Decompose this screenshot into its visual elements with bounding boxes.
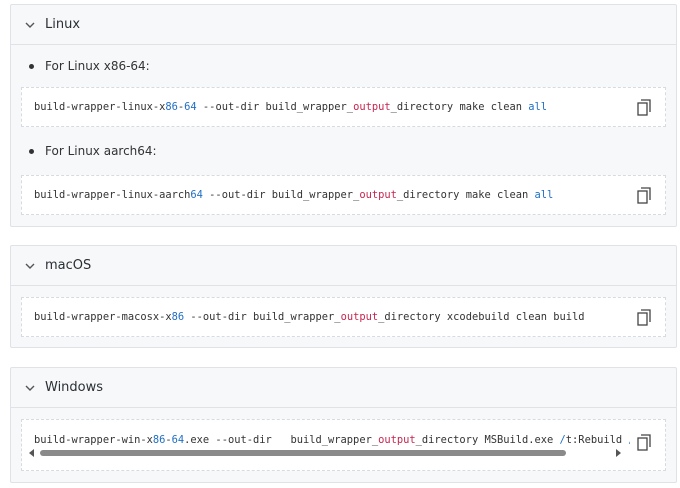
- code-token: 64: [184, 101, 197, 113]
- copy-button[interactable]: [635, 307, 653, 327]
- code-token: build-wrapper-linux-aarch: [34, 189, 191, 201]
- code-token: t:Rebuild: [565, 434, 629, 446]
- code-token: _directory MSBuild.exe: [415, 434, 560, 446]
- code-token: output: [359, 189, 397, 201]
- code-text[interactable]: build-wrapper-win-x86-64.exe --out-dir b…: [34, 434, 630, 446]
- copy-icon: [637, 308, 651, 326]
- code-token: 86: [171, 311, 185, 323]
- macos-panel-header[interactable]: macOS: [11, 246, 676, 286]
- chevron-down-icon[interactable]: [23, 18, 37, 32]
- copy-icon: [637, 186, 651, 204]
- code-token: _directory xcodebuild clean build: [378, 311, 585, 323]
- scrollbar-thumb[interactable]: [40, 450, 566, 456]
- list-item: For Linux x86-64:: [21, 45, 666, 87]
- code-token: 64: [190, 189, 203, 201]
- copy-icon: [637, 98, 651, 116]
- code-token: /: [559, 434, 566, 446]
- code-token: /: [628, 434, 630, 446]
- code-token: all: [528, 101, 548, 113]
- code-token: --out-dir build_wrapper_: [184, 311, 341, 323]
- code-token: build-wrapper-win-x: [34, 434, 153, 446]
- code-token: -: [177, 101, 185, 113]
- code-token: 86: [165, 101, 178, 113]
- code-text[interactable]: build-wrapper-macosx-x86 --out-dir build…: [34, 311, 585, 323]
- code-token: -: [165, 434, 172, 446]
- linux-panel-title: Linux: [45, 17, 81, 32]
- copy-button[interactable]: [635, 432, 653, 452]
- linux-aarch64-label: For Linux aarch64:: [45, 144, 157, 158]
- code-token: --out-dir build_wrapper_: [202, 189, 360, 201]
- horizontal-scrollbar[interactable]: [28, 448, 622, 458]
- scrollbar-track[interactable]: [40, 450, 610, 456]
- code-token: output: [353, 101, 391, 113]
- macos-panel: macOS build-wrapper-macosx-x86 --out-dir…: [10, 245, 677, 348]
- code-token: _directory make clean: [396, 189, 535, 201]
- copy-button[interactable]: [635, 185, 653, 205]
- windows-panel: Windows build-wrapper-win-x86-64.exe --o…: [10, 367, 677, 483]
- code-token: output: [378, 434, 416, 446]
- copy-button[interactable]: [635, 97, 653, 117]
- code-token: build-wrapper-linux-x: [34, 101, 166, 113]
- code-token: build-wrapper-macosx-x: [34, 311, 172, 323]
- windows-panel-header[interactable]: Windows: [11, 368, 676, 408]
- chevron-down-icon[interactable]: [23, 381, 37, 395]
- macos-panel-title: macOS: [45, 258, 92, 273]
- bullet-dot: [29, 148, 34, 154]
- code-block-macos[interactable]: build-wrapper-macosx-x86 --out-dir build…: [21, 297, 666, 337]
- code-token: all: [534, 189, 554, 201]
- scroll-right-arrow-icon[interactable]: [614, 448, 622, 458]
- linux-panel-header[interactable]: Linux: [11, 5, 676, 45]
- copy-icon: [637, 433, 651, 451]
- code-token: .exe --out-dir build_wrapper_: [184, 434, 379, 446]
- code-text[interactable]: build-wrapper-linux-aarch64 --out-dir bu…: [34, 189, 553, 201]
- code-token: _directory make clean: [390, 101, 529, 113]
- windows-panel-title: Windows: [45, 380, 104, 395]
- code-token: output: [340, 311, 379, 323]
- chevron-down-icon[interactable]: [23, 259, 37, 273]
- linux-x86-label: For Linux x86-64:: [45, 59, 150, 73]
- code-token: --out-dir build_wrapper_: [196, 101, 354, 113]
- linux-panel: Linux For Linux x86-64: build-wrapper-li…: [10, 4, 677, 227]
- bullet-dot: [29, 63, 34, 69]
- code-text[interactable]: build-wrapper-linux-x86-64 --out-dir bui…: [34, 101, 547, 113]
- list-item: For Linux aarch64:: [21, 127, 666, 175]
- code-token: 86: [152, 434, 166, 446]
- code-block-windows[interactable]: build-wrapper-win-x86-64.exe --out-dir b…: [21, 419, 666, 471]
- code-block-linux-x86[interactable]: build-wrapper-linux-x86-64 --out-dir bui…: [21, 87, 666, 127]
- code-token: 64: [171, 434, 185, 446]
- scroll-left-arrow-icon[interactable]: [28, 448, 36, 458]
- code-block-linux-aarch64[interactable]: build-wrapper-linux-aarch64 --out-dir bu…: [21, 175, 666, 215]
